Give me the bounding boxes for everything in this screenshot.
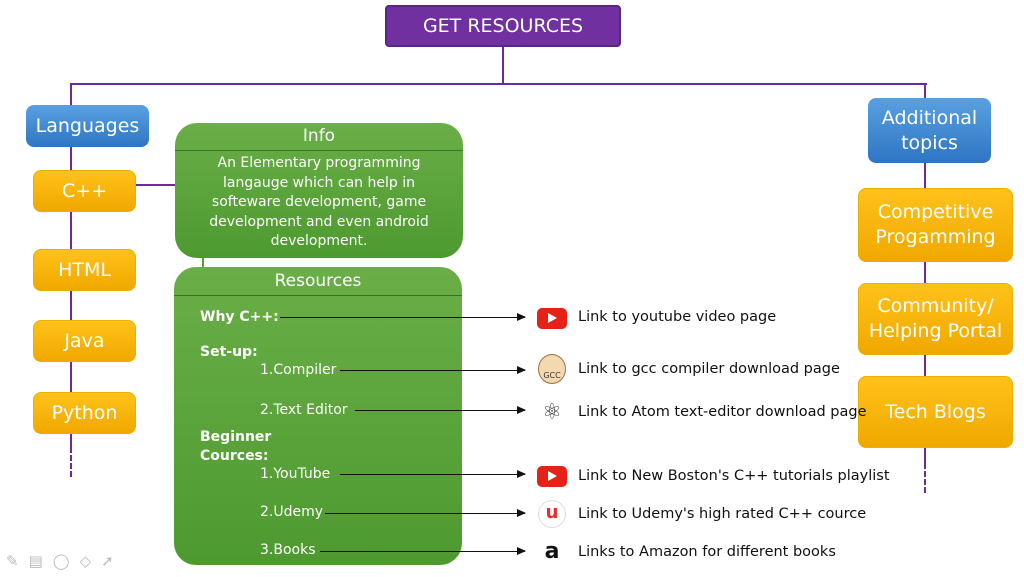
topic-tech-blogs[interactable]: Tech Blogs [858, 376, 1013, 448]
info-panel: Info An Elementary programming langauge … [175, 123, 463, 258]
link-text[interactable]: Link to youtube video page [578, 309, 777, 325]
arrow [280, 313, 526, 321]
connector [70, 147, 72, 447]
link-text[interactable]: Link to Atom text-editor download page [578, 404, 867, 420]
zoom-icon[interactable]: ◯ [52, 552, 70, 570]
arrow [355, 406, 526, 414]
connector-dashed [924, 463, 926, 493]
text-editor-item: 2.Text Editor [260, 402, 348, 418]
language-html[interactable]: HTML [33, 249, 136, 291]
connector [70, 84, 72, 106]
topic-competitive-programming[interactable]: Competitive Progamming [858, 188, 1013, 262]
arrow [325, 509, 526, 517]
get-resources-title: GET RESOURCES [385, 5, 621, 47]
youtube-icon[interactable] [537, 463, 567, 489]
topic-community[interactable]: Community/ Helping Portal [858, 283, 1013, 355]
udemy-item: 2.Udemy [260, 504, 324, 520]
atom-icon[interactable]: ⚛ [542, 399, 562, 425]
why-cpp-label: Why C++: [200, 309, 279, 325]
pen-icon[interactable]: ✎ [6, 552, 19, 570]
compiler-item: 1.Compiler [260, 362, 337, 378]
arrow [320, 547, 526, 555]
resources-panel: Resources [174, 267, 462, 565]
beginner-courses-label: Beginner Cources: [200, 429, 272, 464]
link-text[interactable]: Link to Udemy's high rated C++ cource [578, 506, 867, 522]
connector-dashed [70, 447, 72, 477]
language-java[interactable]: Java [33, 320, 136, 362]
connector [70, 83, 927, 85]
resources-title: Resources [174, 267, 462, 296]
slides-icon[interactable]: ▤ [28, 552, 43, 570]
languages-header: Languages [26, 105, 149, 147]
info-title: Info [175, 123, 463, 151]
link-text[interactable]: Link to gcc compiler download page [578, 361, 840, 377]
eraser-icon[interactable]: ◇ [79, 552, 92, 570]
connector [136, 184, 176, 186]
connector [202, 257, 204, 269]
connector [924, 84, 926, 100]
language-cpp[interactable]: C++ [33, 170, 136, 212]
link-text[interactable]: Link to New Boston's C++ tutorials playl… [578, 468, 890, 484]
link-text[interactable]: Links to Amazon for different books [578, 544, 836, 560]
setup-label: Set-up: [200, 344, 258, 360]
language-python[interactable]: Python [33, 392, 136, 434]
books-item: 3.Books [260, 542, 316, 558]
youtube-icon[interactable] [537, 305, 567, 331]
arrow [340, 470, 526, 478]
arrow [340, 366, 526, 374]
info-text: An Elementary programming langauge which… [209, 155, 429, 249]
amazon-icon[interactable]: a [544, 538, 560, 564]
additional-topics-header: Additional topics [868, 98, 991, 163]
connector [502, 47, 504, 85]
pointer-icon[interactable]: ➚ [101, 552, 114, 570]
youtube-item: 1.YouTube [260, 466, 331, 482]
udemy-icon[interactable]: u [537, 500, 567, 528]
gcc-icon[interactable]: GCC [537, 352, 567, 386]
presentation-toolbar: ✎ ▤ ◯ ◇ ➚ [6, 552, 114, 570]
